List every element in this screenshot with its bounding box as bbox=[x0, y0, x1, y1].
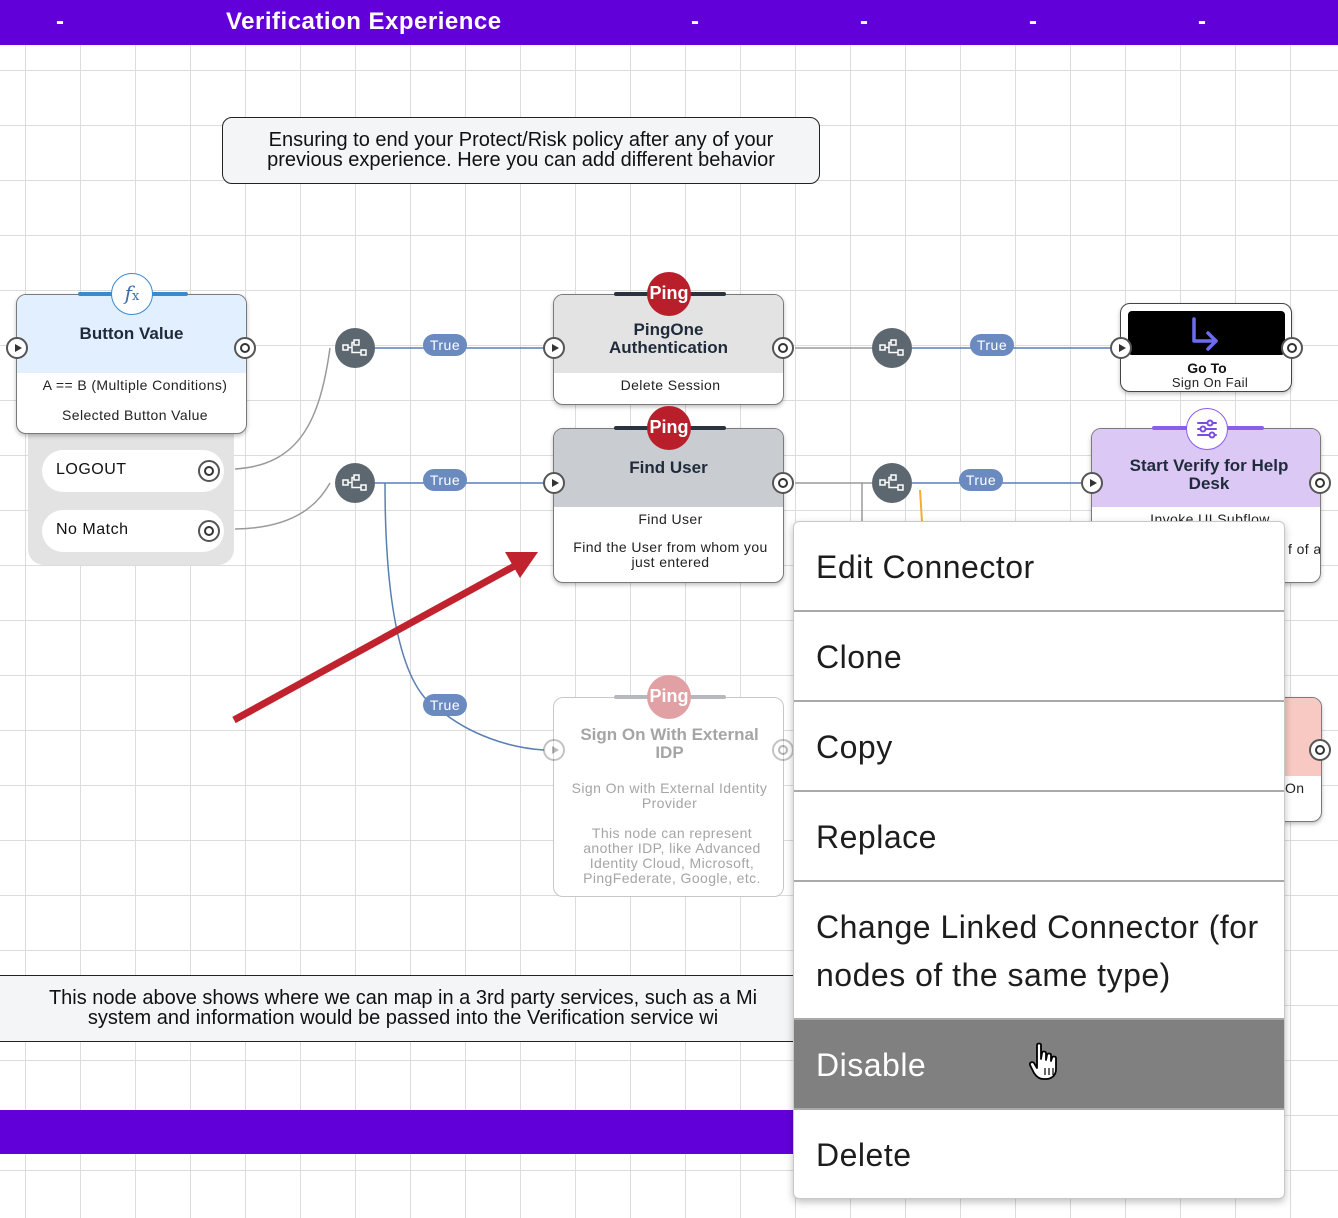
menu-item-change-linked-connector[interactable]: Change Linked Connector (for nodes of th… bbox=[794, 882, 1284, 1020]
menu-item-label: Copy bbox=[816, 729, 893, 765]
ping-logo-icon: Ping bbox=[647, 675, 691, 719]
annotation-note-bottom[interactable]: This node above shows where we can map i… bbox=[0, 975, 818, 1042]
input-port[interactable] bbox=[543, 739, 565, 761]
menu-item-clone[interactable]: Clone bbox=[794, 612, 1284, 702]
ping-logo-icon: Ping bbox=[647, 272, 691, 316]
node-subtitle: Find User bbox=[638, 511, 703, 527]
annotation-note-top[interactable]: Ensuring to end your Protect/Risk policy… bbox=[222, 117, 820, 184]
subflow-icon bbox=[1186, 408, 1228, 450]
menu-item-label: nodes of the same type) bbox=[816, 957, 1171, 993]
node-title: Find User bbox=[629, 458, 708, 477]
flow-header-bar: - Verification Experience - - - - bbox=[0, 0, 1338, 45]
node-title: Start Verify for Help bbox=[1129, 456, 1289, 475]
node-condition: A == B (Multiple Conditions) bbox=[42, 377, 228, 393]
node-title: Button Value bbox=[79, 324, 184, 343]
node-button-value[interactable]: Button Value A == B (Multiple Conditions… bbox=[16, 294, 247, 434]
output-port[interactable] bbox=[1281, 337, 1303, 359]
node-subtitle: Provider bbox=[641, 795, 698, 811]
note-text: system and information would be passed i… bbox=[87, 1007, 719, 1029]
annotation-arrow bbox=[232, 552, 538, 724]
header-dash: - bbox=[1029, 8, 1038, 35]
node-subtitle: Sign On Fail bbox=[1171, 375, 1249, 390]
menu-item-label: Clone bbox=[816, 639, 903, 675]
outcome-label: LOGOUT bbox=[56, 461, 127, 478]
header-dash: - bbox=[860, 8, 869, 35]
context-menu: Edit Connector Clone Copy Replace Change… bbox=[793, 521, 1285, 1199]
node-subtitle: On bbox=[1285, 780, 1305, 796]
menu-item-replace[interactable]: Replace bbox=[794, 792, 1284, 882]
node-description: f of a bbox=[1288, 541, 1321, 557]
input-port[interactable] bbox=[6, 337, 28, 359]
input-port[interactable] bbox=[543, 337, 565, 359]
output-port[interactable] bbox=[772, 337, 794, 359]
branch-hub-icon[interactable] bbox=[335, 463, 375, 503]
node-description: just entered bbox=[631, 554, 710, 570]
outcome-label: No Match bbox=[56, 521, 129, 538]
node-title: Go To bbox=[1187, 360, 1227, 376]
branch-hub-icon[interactable] bbox=[872, 328, 912, 368]
node-subtitle: Sign On with External Identity bbox=[571, 780, 768, 796]
input-port[interactable] bbox=[1081, 472, 1103, 494]
function-icon: fx bbox=[111, 273, 153, 315]
branch-hub-icon[interactable] bbox=[335, 328, 375, 368]
true-label[interactable]: True bbox=[423, 334, 467, 356]
true-label[interactable]: True bbox=[423, 694, 467, 716]
node-go-to[interactable]: Go To Sign On Fail bbox=[1120, 303, 1292, 392]
header-dash: - bbox=[1198, 8, 1207, 35]
note-text: This node above shows where we can map i… bbox=[48, 987, 758, 1009]
flow-title[interactable]: Verification Experience bbox=[226, 8, 502, 35]
output-port[interactable] bbox=[772, 739, 794, 761]
menu-item-label: Delete bbox=[816, 1137, 912, 1173]
output-port[interactable] bbox=[772, 472, 794, 494]
flow-footer-bar bbox=[0, 1110, 800, 1154]
node-title: Desk bbox=[1188, 474, 1230, 493]
header-dash: - bbox=[691, 8, 700, 35]
output-port[interactable] bbox=[1309, 472, 1331, 494]
menu-item-label: Replace bbox=[816, 819, 937, 855]
node-title: Authentication bbox=[609, 338, 728, 357]
output-port[interactable] bbox=[234, 337, 256, 359]
node-subtitle: Selected Button Value bbox=[62, 407, 208, 423]
input-port[interactable] bbox=[1110, 337, 1132, 359]
true-label[interactable]: True bbox=[970, 334, 1014, 356]
note-text: previous experience. Here you can add di… bbox=[267, 149, 775, 171]
node-description: This node can represent bbox=[591, 825, 753, 841]
arrow-return-icon bbox=[1128, 311, 1285, 355]
output-port[interactable] bbox=[198, 520, 220, 542]
menu-item-label: Change Linked Connector (for bbox=[816, 909, 1259, 945]
header-dash: - bbox=[56, 8, 65, 35]
menu-item-edit-connector[interactable]: Edit Connector bbox=[794, 522, 1284, 612]
menu-item-label: Edit Connector bbox=[816, 549, 1035, 585]
node-subtitle: Delete Session bbox=[620, 377, 721, 393]
menu-item-copy[interactable]: Copy bbox=[794, 702, 1284, 792]
node-title: PingOne bbox=[633, 320, 704, 339]
node-description: Find the User from whom you bbox=[573, 539, 768, 555]
node-title: Sign On With External bbox=[580, 725, 759, 744]
node-title: IDP bbox=[655, 743, 684, 762]
input-port[interactable] bbox=[543, 472, 565, 494]
menu-item-disable[interactable]: Disable bbox=[794, 1020, 1284, 1110]
node-find-user[interactable]: Find User Find User Find the User from w… bbox=[553, 428, 784, 583]
node-description: PingFederate, Google, etc. bbox=[583, 870, 761, 886]
menu-item-label: Disable bbox=[816, 1047, 927, 1083]
branch-hub-icon[interactable] bbox=[872, 463, 912, 503]
outcome-no-match[interactable]: No Match bbox=[42, 510, 224, 552]
ping-logo-icon: Ping bbox=[647, 406, 691, 450]
true-label[interactable]: True bbox=[959, 469, 1003, 491]
node-sign-on-external-idp[interactable]: Sign On With External IDP Sign On with E… bbox=[553, 697, 784, 897]
output-port[interactable] bbox=[198, 460, 220, 482]
note-text: Ensuring to end your Protect/Risk policy… bbox=[268, 129, 774, 151]
outcome-logout[interactable]: LOGOUT bbox=[42, 450, 224, 492]
hand-cursor-icon bbox=[1028, 1042, 1060, 1090]
node-description: Identity Cloud, Microsoft, bbox=[589, 855, 755, 871]
output-port[interactable] bbox=[1309, 739, 1331, 761]
true-label[interactable]: True bbox=[423, 469, 467, 491]
node-description: another IDP, like Advanced bbox=[583, 840, 761, 856]
menu-item-delete[interactable]: Delete bbox=[794, 1110, 1284, 1198]
